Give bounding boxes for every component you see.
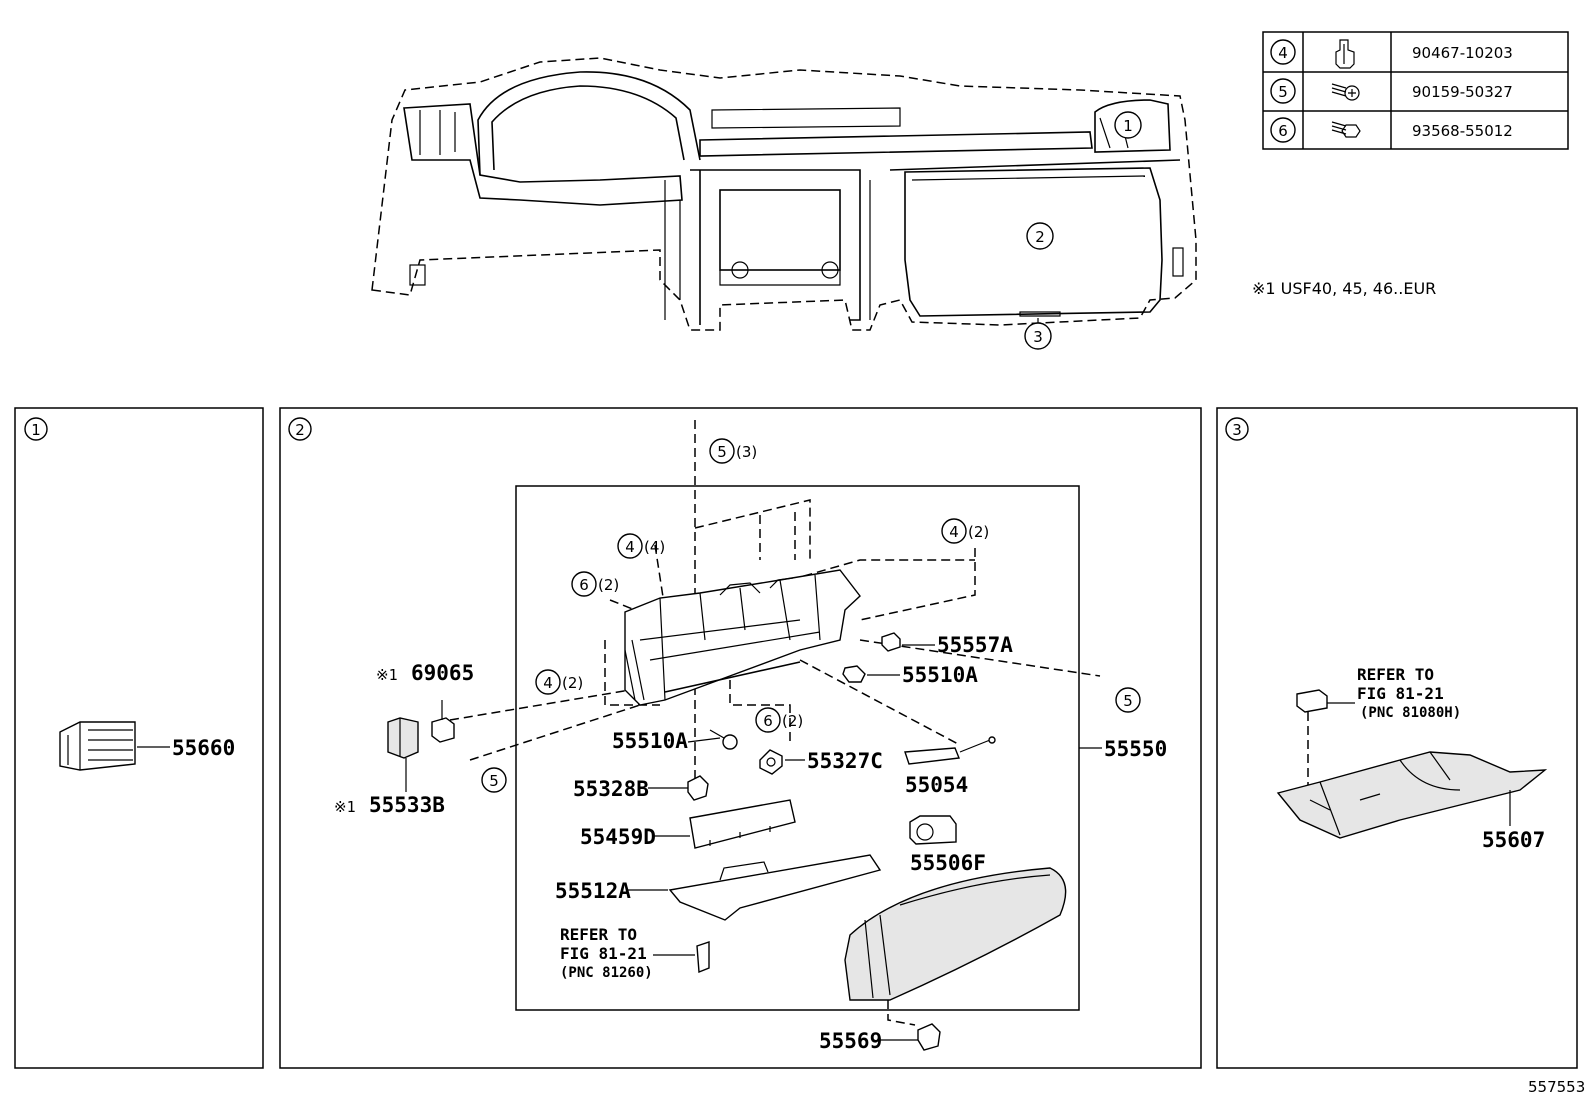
panel-1: 1 55660 [14,407,264,1069]
panel-55459D [689,799,796,849]
refer-to-note: REFER TO FIG 81-21 (PNC 81260) [560,925,710,981]
part-number: 55660 [172,736,235,760]
svg-text:(3): (3) [736,443,757,461]
svg-text:55607: 55607 [1482,828,1545,852]
svg-text:REFER TO: REFER TO [560,925,637,944]
connector-part [1296,689,1355,713]
svg-text:1: 1 [1123,117,1133,135]
table-row: 6 93568-55012 [1270,117,1513,143]
svg-text:5: 5 [717,443,727,461]
svg-text:(4): (4) [644,538,665,556]
svg-text:5: 5 [489,772,499,790]
clip-55557A [881,632,901,652]
nut-55327C [759,749,783,775]
callout-6-qty2-bottom: 6 (2) [755,707,803,733]
svg-text:(2): (2) [598,576,619,594]
svg-text:6: 6 [763,712,773,730]
ref-number: 4 [1278,44,1288,62]
svg-text:55533B: 55533B [369,793,445,817]
part-number: 90159-50327 [1412,83,1513,101]
cover-55512A [668,854,882,921]
svg-text:REFER TO: REFER TO [1357,665,1434,684]
clip-55510A-left [709,729,738,750]
panel-ref: 1 [31,421,41,439]
air-vent-part [59,721,136,771]
svg-text:55327C: 55327C [807,749,883,773]
glove-box-door [844,867,1067,1001]
table-row: 5 90159-50327 [1270,78,1513,104]
svg-text:55510A: 55510A [902,663,978,687]
svg-text:6: 6 [579,576,589,594]
svg-text:55459D: 55459D [580,825,656,849]
svg-text:55054: 55054 [905,773,968,797]
svg-text:55328B: 55328B [573,777,649,801]
svg-text:4: 4 [543,674,553,692]
fastener-table: 4 90467-10203 5 90159-50327 6 9 [1262,31,1569,150]
damper-55054 [904,736,996,765]
svg-text:FIG 81-21: FIG 81-21 [1357,684,1444,703]
connector-69065 [431,700,455,743]
lock-55328B [687,775,709,801]
ref-number: 5 [1278,83,1288,101]
part-number: 90467-10203 [1412,44,1513,62]
svg-text:(PNC 81260): (PNC 81260) [560,965,653,981]
callout-1: 1 [1114,111,1142,139]
callout-6-qty2-top: 6 (2) [571,571,619,597]
svg-text:55557A: 55557A [937,633,1013,657]
callout-4-qty2-right: 4 (2) [941,518,989,544]
clip-55510A-right [842,665,866,683]
callout-4-qty2-left: 4 (2) [535,669,583,695]
svg-text:4: 4 [625,538,635,556]
svg-text:※1: ※1 [334,798,356,816]
dashboard-overview: 1 2 3 [371,57,1197,350]
panel-ref: 2 [295,421,305,439]
part-number: 93568-55012 [1412,122,1513,140]
figure-id: 557553 [1528,1078,1585,1096]
callout-5-qty3: 5 (3) [709,438,757,464]
svg-text:55510A: 55510A [612,729,688,753]
svg-text:4: 4 [949,523,959,541]
clip-icon [1335,39,1355,69]
svg-text:55569: 55569 [819,1029,882,1053]
svg-text:(2): (2) [562,674,583,692]
svg-text:(2): (2) [968,523,989,541]
glove-box-frame [624,569,861,706]
callout-2: 2 [1026,222,1054,250]
lamp-55506F [909,815,957,845]
bolt-icon [1331,121,1361,138]
callout-5-right: 5 [1115,687,1141,713]
callout-4-qty4: 4 (4) [617,533,665,559]
under-cover-part [1276,751,1548,839]
svg-text:FIG 81-21: FIG 81-21 [560,944,647,963]
svg-text:5: 5 [1123,692,1133,710]
svg-text:2: 2 [1035,228,1045,246]
callout-3: 3 [1024,318,1052,350]
svg-text:55506F: 55506F [910,851,986,875]
svg-text:3: 3 [1033,328,1043,346]
svg-text:55512A: 55512A [555,879,631,903]
panel-3: 3 REFER TO FIG 81-21 (PNC 81080H) 55607 [1216,407,1578,1069]
svg-text:69065: 69065 [411,661,474,685]
callout-5-left: 5 [481,767,507,793]
stopper-55569 [917,1023,941,1051]
svg-text:(PNC 81080H): (PNC 81080H) [1360,705,1461,721]
svg-text:(2): (2) [782,712,803,730]
table-row: 4 90467-10203 [1270,39,1513,69]
panel-ref: 3 [1232,421,1242,439]
ref-number: 6 [1278,122,1288,140]
region-note: ※1 USF40, 45, 46..EUR [1252,279,1436,298]
panel-2: 2 55550 55557A [279,407,1202,1069]
screw-icon [1331,83,1360,101]
part-number-55550: 55550 [1104,737,1167,761]
svg-text:※1: ※1 [376,666,398,684]
switch-55533B [387,717,419,792]
